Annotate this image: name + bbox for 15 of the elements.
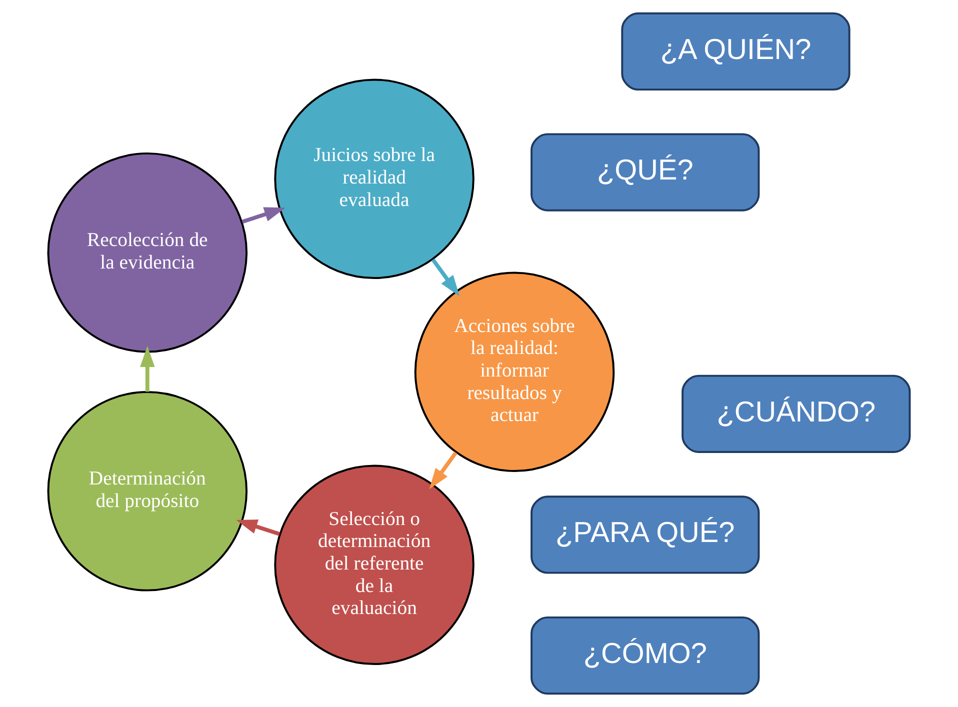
arrow — [431, 258, 460, 296]
node-circle: Selección o determinación del referente de la evaluación — [274, 464, 474, 666]
node-box: ¿CÓMO? — [530, 616, 760, 695]
node-circle: Juicios sobre la realidad evaluada — [274, 78, 474, 279]
node-circle: Determinación del propósito — [47, 391, 248, 592]
arrow — [429, 451, 458, 490]
node-box: ¿QUÉ? — [530, 133, 760, 212]
node-box: ¿A QUIÉN? — [621, 12, 850, 91]
arrow — [236, 520, 280, 536]
node-circle: Recolección de la evidencia — [47, 152, 248, 353]
node-circle: Acciones sobre la realidad: informar resultados y actuar — [414, 272, 615, 472]
arrow — [140, 346, 155, 392]
node-box: ¿PARA QUÉ? — [530, 496, 760, 574]
node-box: ¿CUÁNDO? — [682, 374, 911, 453]
arrow — [242, 207, 286, 224]
